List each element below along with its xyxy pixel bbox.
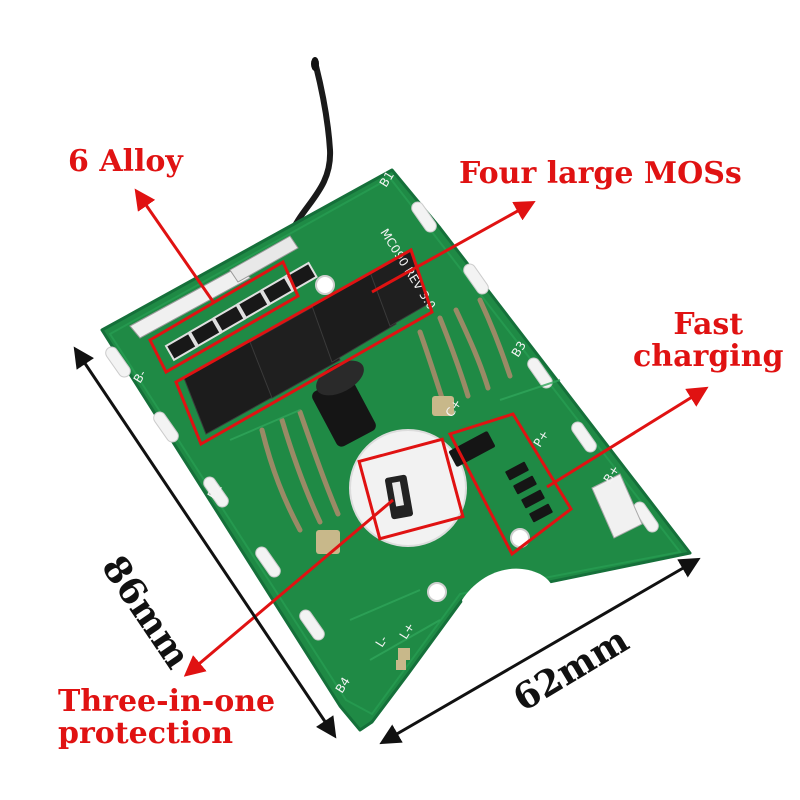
- height-dimension-arrow: [73, 346, 337, 739]
- fast-charging-arrow: [546, 386, 709, 489]
- protection-ic: [349, 429, 467, 547]
- alloy-label: 6 Alloy: [68, 144, 183, 179]
- antenna-wire: [287, 63, 334, 239]
- charging-chips: [449, 431, 553, 523]
- fast-charging-label: Fast charging: [633, 307, 784, 375]
- width-dimension-arrow: [379, 557, 701, 745]
- fast-charging-line1: Fast: [673, 307, 744, 342]
- alloy-arrow: [134, 188, 216, 304]
- antenna-tip: [311, 57, 319, 71]
- side-connector: [591, 473, 643, 539]
- protection-line1: Three-in-one: [58, 684, 276, 719]
- protection-label: Three-in-one protection: [58, 684, 276, 752]
- mounting-hole: [315, 275, 335, 295]
- mos-arrow: [371, 200, 536, 294]
- fast-charging-highlight-box: [447, 412, 573, 557]
- fast-charging-line2: charging: [633, 339, 784, 375]
- edge-slots-right: [411, 201, 659, 533]
- mounting-hole: [427, 582, 447, 602]
- protection-highlight-box: [357, 437, 465, 541]
- mos-label: Four large MOSs: [459, 156, 742, 191]
- protection-line2: protection: [58, 716, 234, 752]
